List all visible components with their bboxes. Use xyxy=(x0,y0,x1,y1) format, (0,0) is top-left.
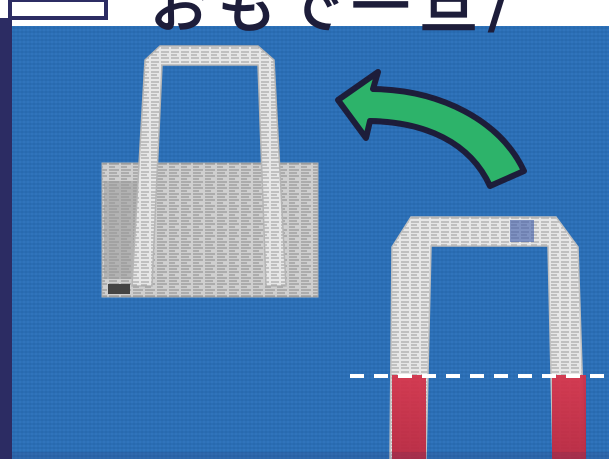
left-frame-border xyxy=(0,18,12,459)
red-highlight-left xyxy=(392,375,426,459)
top-caption: おもで一旦/ xyxy=(150,0,519,44)
red-highlight-right xyxy=(552,375,586,459)
